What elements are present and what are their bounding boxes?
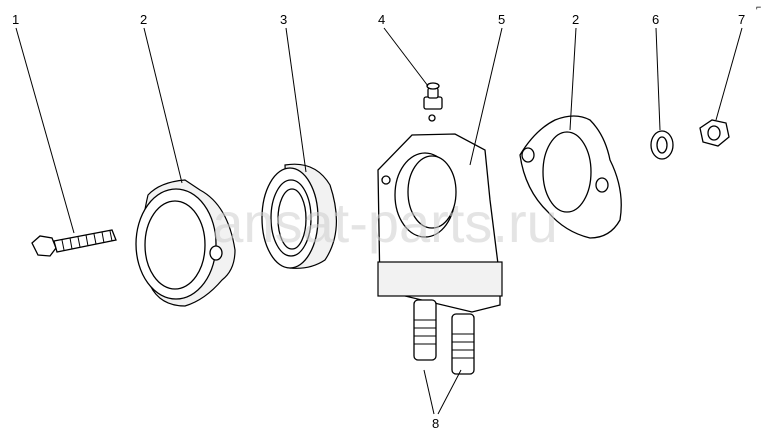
label-7: 7: [738, 12, 745, 27]
label-6: 6: [652, 12, 659, 27]
leader-lines: [15, 27, 743, 415]
part-2-flange-left: [135, 179, 236, 307]
part-4-grease-nipple: [423, 82, 443, 110]
part-6-washer: [650, 130, 674, 160]
label-1: 1: [12, 12, 19, 27]
part-2-flange-right: [519, 115, 622, 239]
label-2-left: 2: [140, 12, 147, 27]
label-2-right: 2: [572, 12, 579, 27]
part-7-nut: [699, 119, 730, 147]
label-3: 3: [280, 12, 287, 27]
part-5-housing: [377, 114, 503, 313]
part-1-bolt: [31, 229, 117, 257]
label-8: 8: [432, 416, 439, 431]
label-4: 4: [378, 12, 385, 27]
corner-mark: ⌐: [756, 2, 761, 12]
part-3-bearing: [261, 163, 338, 269]
label-5: 5: [498, 12, 505, 27]
watermark-text: ansat-parts.ru: [212, 191, 558, 254]
part-8-studs: [413, 299, 475, 375]
